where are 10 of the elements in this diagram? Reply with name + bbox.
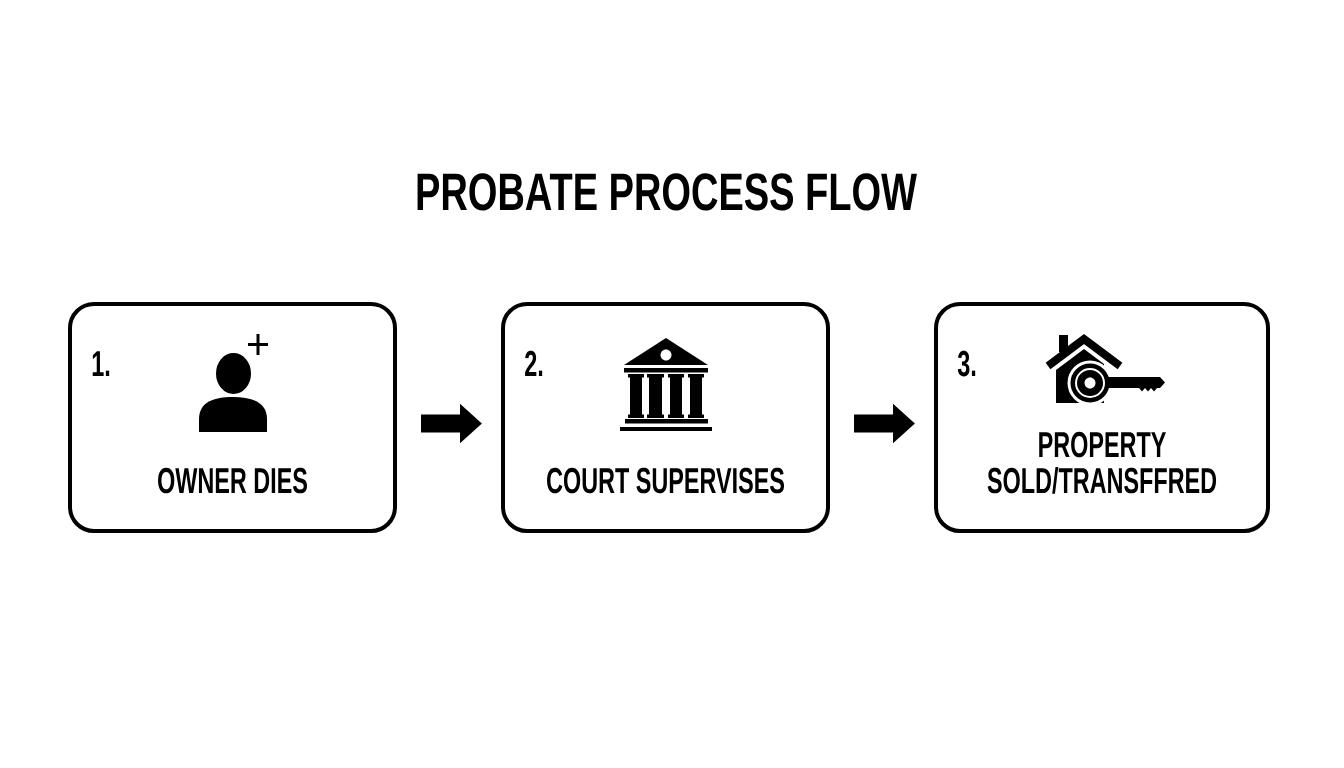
process-box xyxy=(68,302,397,533)
step-number: 2. xyxy=(525,350,543,376)
step-number: 1. xyxy=(92,351,110,376)
process-box xyxy=(934,302,1270,533)
step-number: 3. xyxy=(957,350,976,377)
step-label: PROPERTY SOLD/TRANSFFRED xyxy=(987,431,1217,494)
title: PROBATE PROCESS FLOW xyxy=(417,173,917,211)
step-label: COURT SUPERVISES xyxy=(547,467,784,494)
process-box xyxy=(501,302,830,533)
step-label: OWNER DIES xyxy=(158,467,307,494)
